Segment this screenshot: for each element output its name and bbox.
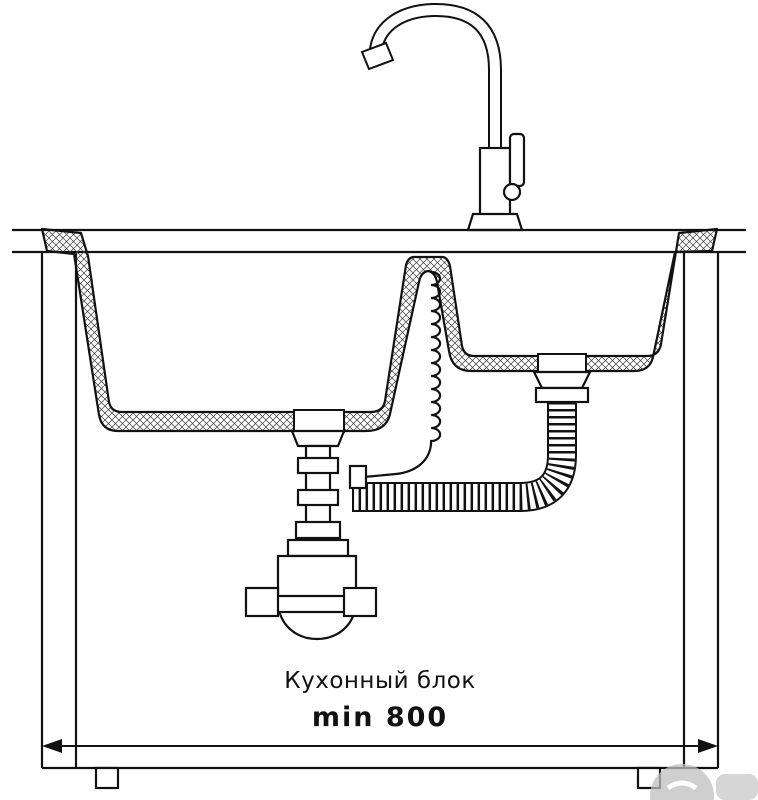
left-bowl-drain-opening [293, 409, 345, 433]
faucet-base [466, 212, 524, 232]
dimension-arrow-left-icon [42, 739, 62, 753]
siphon-outlet-union-right [342, 586, 378, 618]
right-drain-corrugated-pipe [352, 370, 592, 512]
cabinet-left-foot [94, 766, 120, 790]
right-drain-flange [532, 370, 592, 390]
dimension-arrow-right-icon [698, 739, 718, 753]
siphon-outlet-pipe [274, 594, 348, 614]
siphon-outlet-union-left [244, 586, 280, 618]
left-drain-flange [290, 429, 346, 448]
coil-hose-connector [348, 464, 368, 490]
faucet-aerator-icon [360, 41, 395, 71]
faucet-body [478, 146, 512, 218]
overflow-coil-hose [348, 270, 442, 490]
faucet-handle [508, 132, 526, 188]
siphon-nut-2 [296, 488, 340, 507]
dimension: min 800 [42, 702, 718, 753]
siphon-coupling [286, 538, 350, 558]
siphon-nut-1 [296, 456, 340, 475]
left-drain-siphon [244, 429, 378, 641]
cabinet [40, 252, 720, 790]
right-bowl-drain-opening [537, 353, 587, 373]
right-drain-nut [534, 386, 590, 404]
corrugated-hose-ribs [352, 402, 575, 510]
sink-section-walls [40, 227, 719, 433]
watermark-logo [650, 764, 758, 800]
countertop [12, 228, 746, 254]
siphon-nut-3 [294, 520, 342, 540]
faucet [360, 2, 526, 232]
faucet-handle-joint [502, 182, 522, 202]
coil-spring-hose [363, 270, 442, 479]
faucet-spout [368, 2, 502, 152]
min-width-label: min 800 [312, 702, 448, 733]
sink-body [40, 227, 719, 433]
cabinet-label: Кухонный блок [284, 668, 475, 694]
